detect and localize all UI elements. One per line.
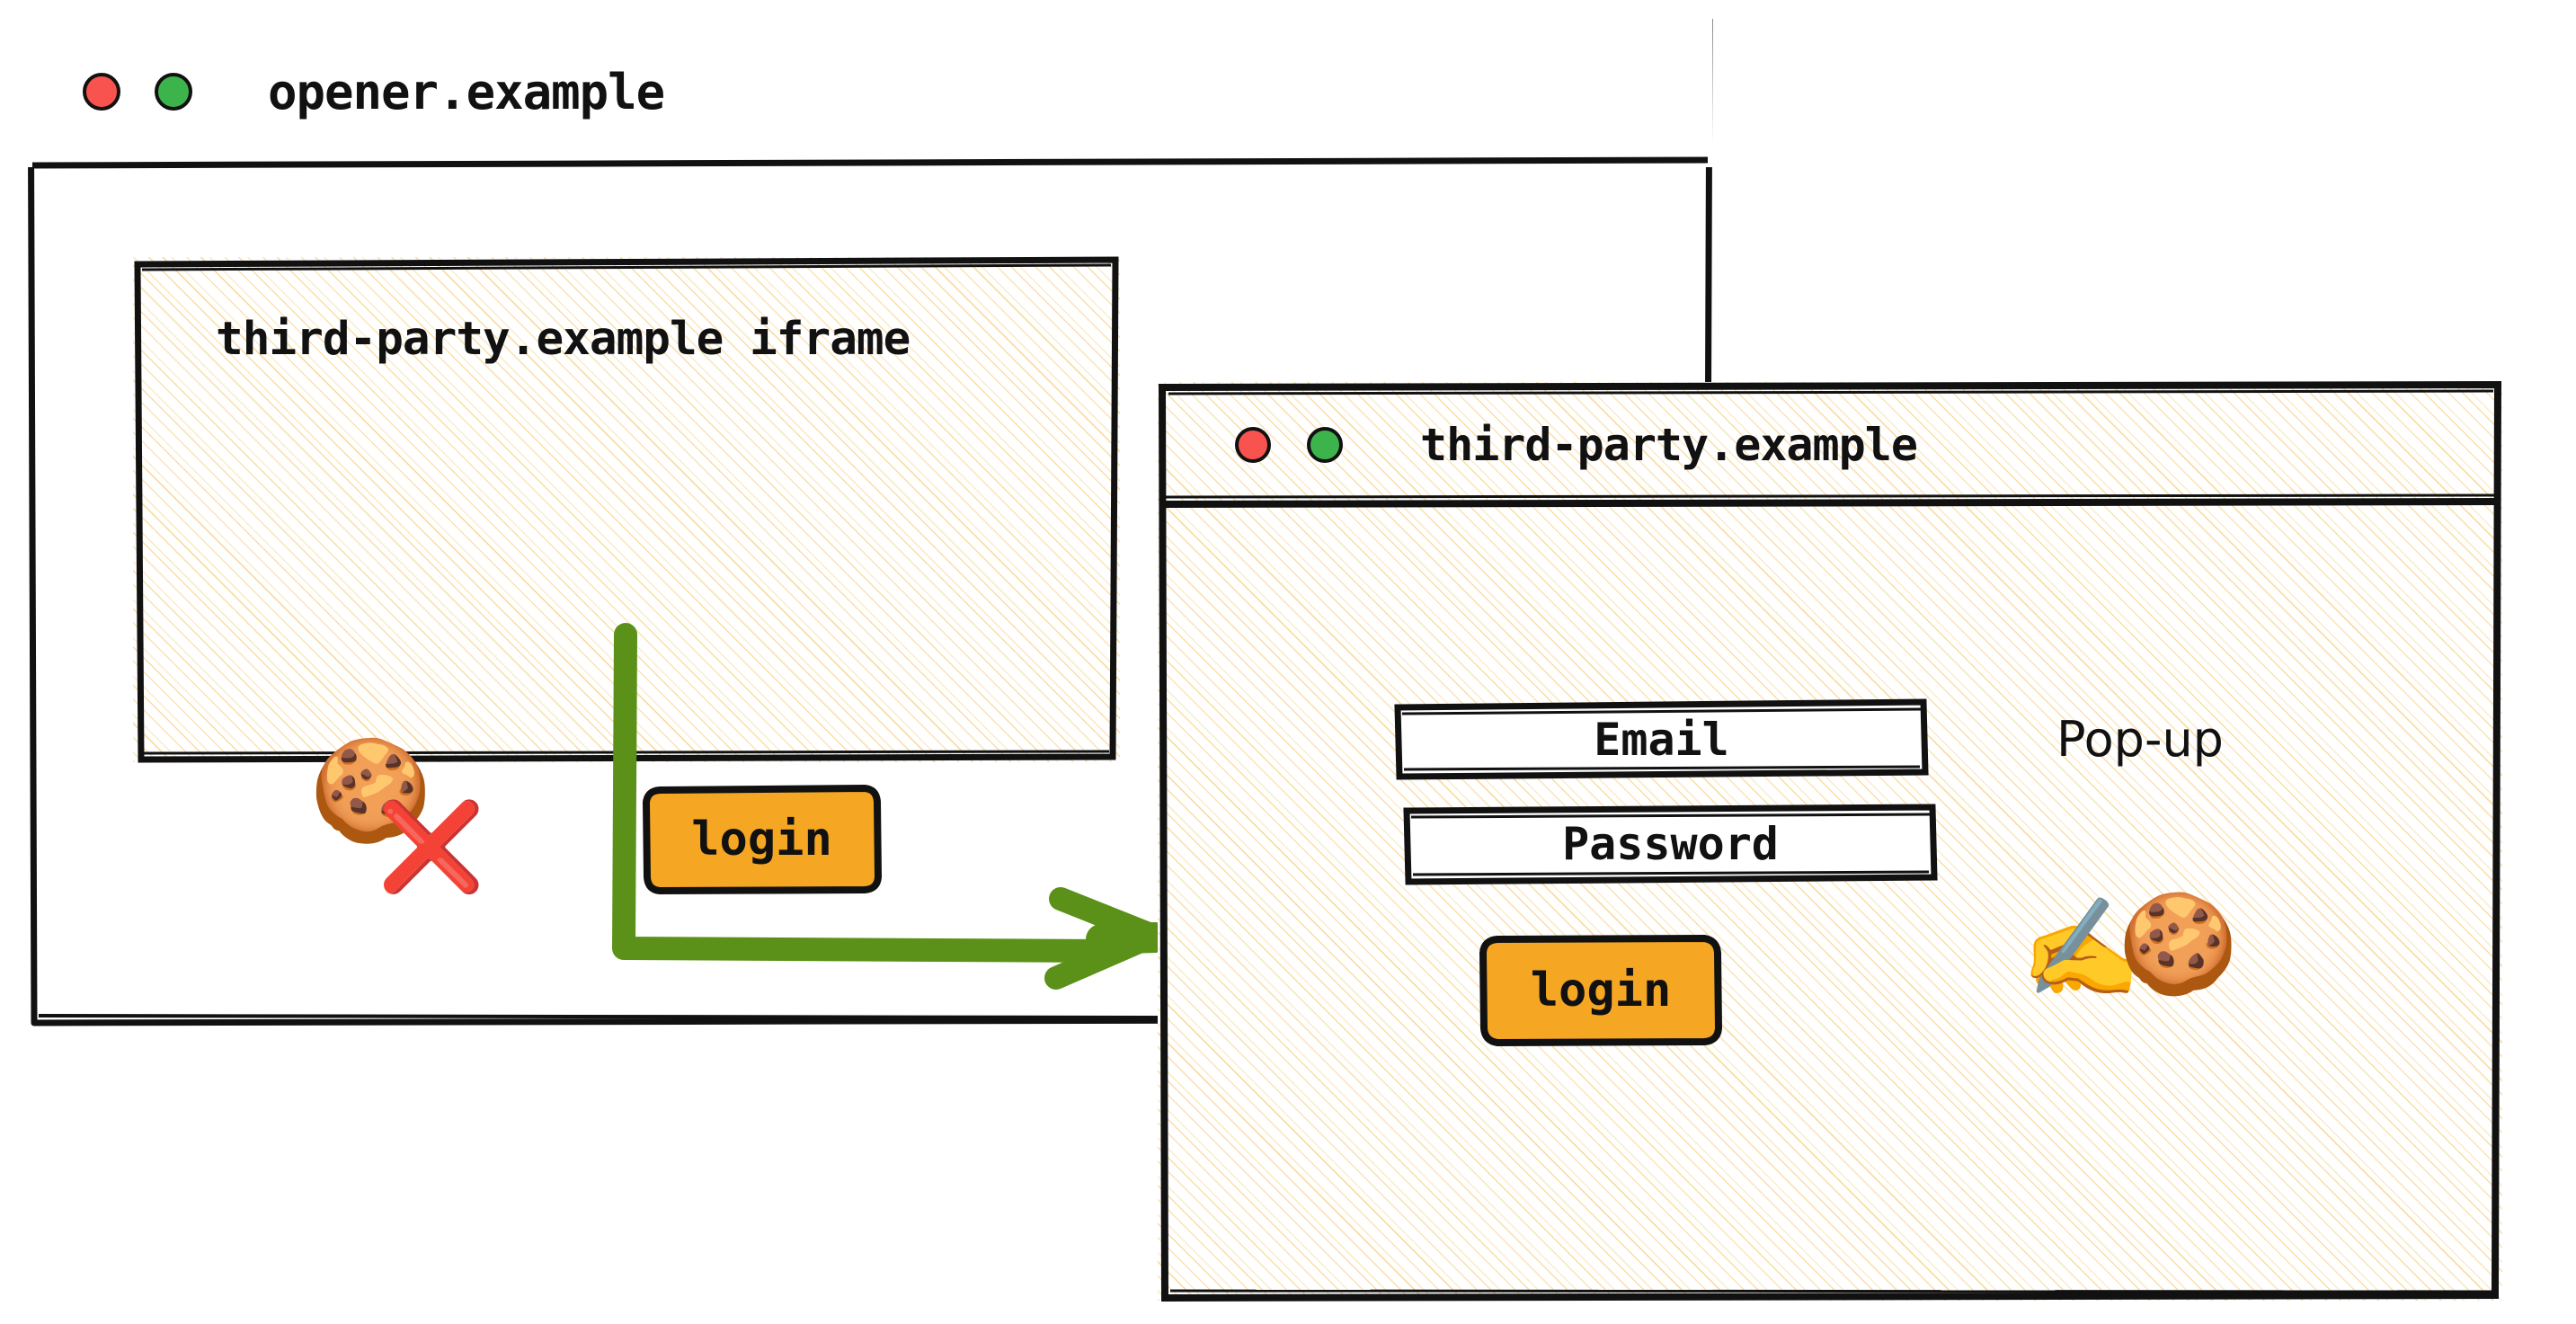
password-field[interactable]: Password bbox=[1403, 804, 1938, 885]
password-field-label: Password bbox=[1562, 818, 1779, 870]
email-field[interactable]: Email bbox=[1394, 698, 1929, 780]
popup-login-button-label: login bbox=[1530, 964, 1672, 1017]
close-dot[interactable] bbox=[83, 73, 120, 111]
popup-titlebar: third-party.example bbox=[1158, 382, 2502, 508]
iframe-login-button[interactable]: login bbox=[643, 785, 882, 894]
writing-hand-icon: ✍️ bbox=[2021, 893, 2142, 1005]
popup-annotation-label: Pop-up bbox=[2056, 711, 2224, 768]
minimize-dot[interactable] bbox=[155, 73, 192, 111]
popup-browser-window: third-party.example Email Password bbox=[1158, 380, 2502, 1302]
popup-login-button[interactable]: login bbox=[1479, 935, 1722, 1046]
email-field-label: Email bbox=[1594, 714, 1729, 766]
cookie-icon: 🍪 bbox=[2118, 888, 2239, 1000]
opener-window-title: opener.example bbox=[268, 63, 665, 120]
third-party-iframe: third-party.example iframe 🍪 ❌ login bbox=[133, 256, 1120, 894]
opener-titlebar: opener.example bbox=[27, 16, 1712, 167]
popup-window-title: third-party.example bbox=[1420, 419, 1918, 471]
iframe-title: third-party.example iframe bbox=[216, 313, 910, 366]
close-dot[interactable] bbox=[1235, 427, 1271, 463]
cookie-blocked-x-icon: ❌ bbox=[378, 796, 485, 897]
minimize-dot[interactable] bbox=[1307, 427, 1343, 463]
iframe-login-button-label: login bbox=[691, 813, 832, 866]
